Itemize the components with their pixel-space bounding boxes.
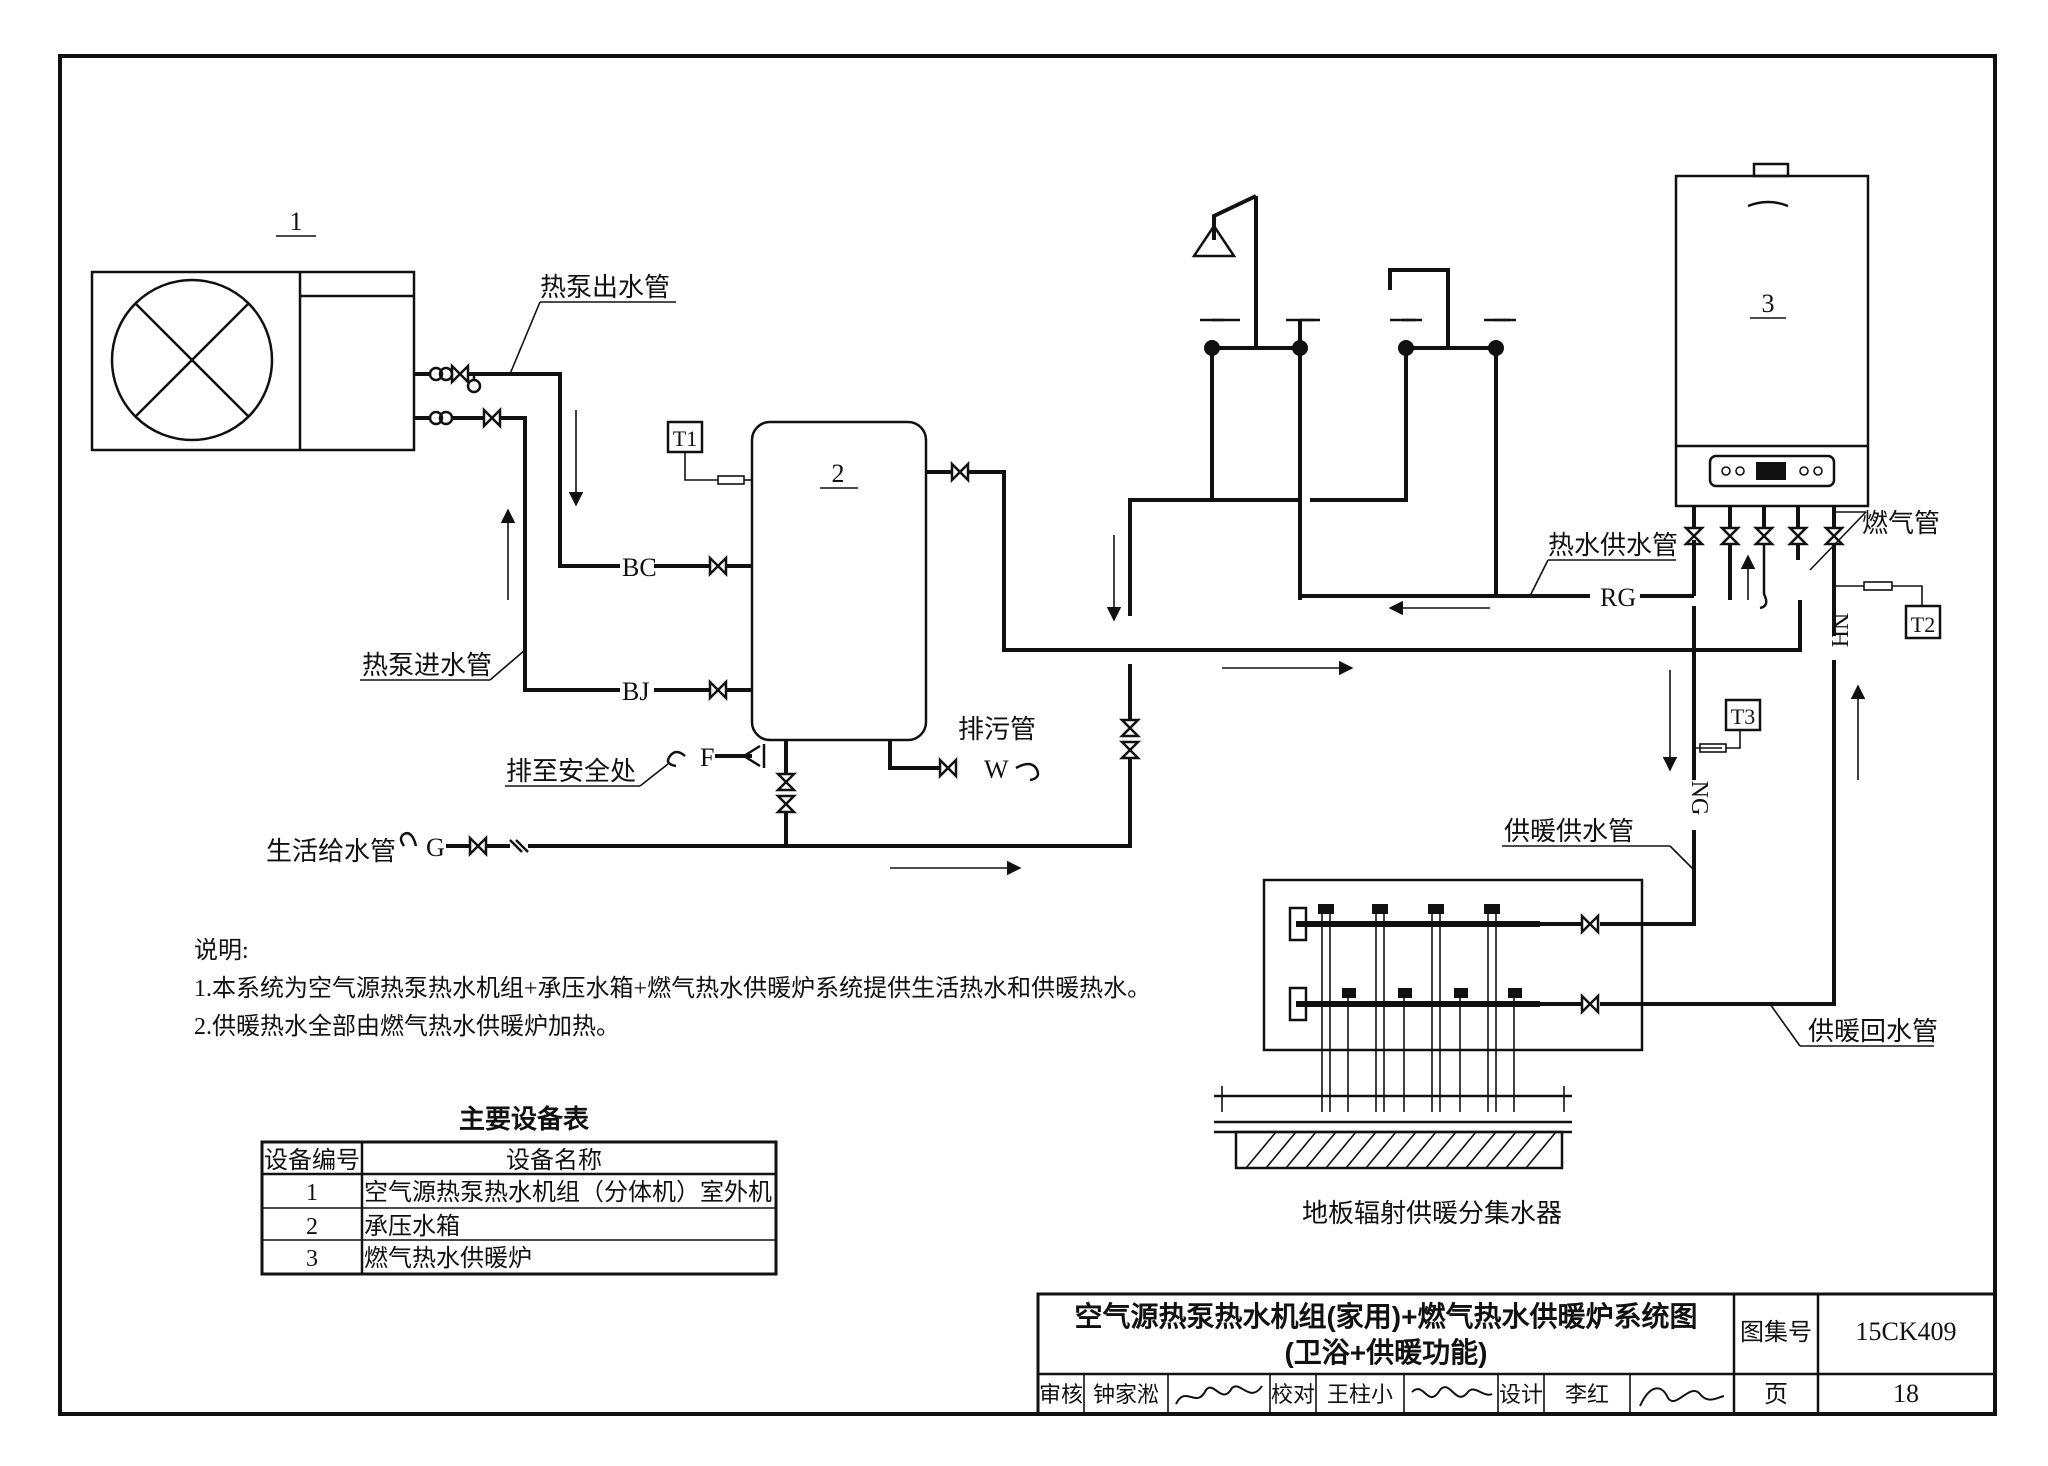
equipment-table: 主要设备表 设备编号 设备名称 1 空气源热泵热水机组（分体机）室外机 2 承压…: [260, 1105, 778, 1276]
floor-heating-manifold: 地板辐射供暖分集水器: [1214, 878, 1644, 1228]
note-line-1: 1.本系统为空气源热泵热水机组+承压水箱+燃气热水供暖炉系统提供生活热水和供暖热…: [194, 975, 1151, 1002]
atlas-label: 图集号: [1740, 1319, 1812, 1346]
basin-fixture: [1300, 268, 1516, 598]
designer-name: 李红: [1565, 1382, 1609, 1407]
code-w: W: [984, 755, 1009, 784]
title-block: 空气源热泵热水机组(家用)+燃气热水供暖炉系统图 (卫浴+供暖功能) 图集号 1…: [1036, 1292, 1997, 1416]
boiler-control-panel: [1708, 454, 1836, 488]
reviewer-name: 钟家淞: [1093, 1382, 1159, 1407]
checker-name: 王柱小: [1327, 1382, 1393, 1407]
code-bc: BC: [622, 553, 657, 582]
gas-boiler: 3 燃气管: [1674, 162, 1940, 610]
reviewer-signature: [1175, 1385, 1263, 1405]
table-row-3-name: 燃气热水供暖炉: [364, 1245, 532, 1272]
drawing-frame: [58, 54, 1997, 1416]
gas-pipe-label: 燃气管: [1862, 509, 1940, 538]
hot-water-supply-pipe: RG 热水供水管: [1388, 531, 1696, 616]
fan-icon: [110, 278, 274, 442]
table-row-2-number: 2: [306, 1214, 318, 1240]
equipment-table-title: 主要设备表: [459, 1105, 590, 1134]
heating-return-pipe: 供暖回水管: [1540, 660, 1938, 1047]
designer-signature: [1639, 1387, 1725, 1407]
heat-pump-inlet-label: 热泵进水管: [362, 651, 492, 680]
sewage-label: 排污管: [958, 715, 1036, 744]
hot-water-supply-label: 热水供水管: [1548, 531, 1678, 560]
code-bj: BJ: [622, 677, 649, 706]
code-g: G: [426, 833, 445, 862]
heat-pump-fittings: [414, 362, 502, 430]
code-t3: T3: [1731, 704, 1755, 729]
tank-number: 2: [832, 459, 845, 488]
reviewer-label: 审核: [1039, 1382, 1083, 1407]
drain-safe-label: 排至安全处: [506, 757, 636, 786]
sensor-t2: T2 NH: [1826, 544, 1942, 648]
notes-block: 说明: 1.本系统为空气源热泵热水机组+承压水箱+燃气热水供暖炉系统提供生活热水…: [194, 937, 1151, 1040]
heat-pump-outlet-label: 热泵出水管: [540, 273, 670, 302]
table-header-name: 设备名称: [506, 1147, 602, 1174]
title-line-2: (卫浴+供暖功能): [1284, 1337, 1487, 1368]
table-row-2-name: 承压水箱: [364, 1213, 460, 1240]
code-rg: RG: [1600, 583, 1636, 612]
tank-drain-lines: F 排至安全处 W 排污管 生活给水管 G: [266, 664, 1142, 876]
heating-supply-pipe: NG T3 供暖供水管: [1502, 606, 1762, 936]
boiler-number: 3: [1762, 289, 1775, 318]
pressure-tank: 2 T1: [666, 420, 928, 742]
heat-pump-inlet-pipe: 热泵进水管 BJ: [360, 416, 752, 706]
table-row-1-number: 1: [306, 1180, 318, 1206]
code-t2: T2: [1911, 612, 1935, 637]
code-t1: T1: [673, 426, 697, 451]
heating-supply-label: 供暖供水管: [1504, 817, 1634, 846]
domestic-supply-label: 生活给水管: [266, 837, 396, 866]
heating-return-label: 供暖回水管: [1808, 1017, 1938, 1046]
table-row-1-name: 空气源热泵热水机组（分体机）室外机: [364, 1179, 772, 1206]
shower-fixture: [1106, 194, 1320, 622]
table-row-3-number: 3: [306, 1246, 318, 1272]
checker-label: 校对: [1271, 1382, 1315, 1407]
table-header-number: 设备编号: [264, 1147, 360, 1174]
code-ng: NG: [1686, 781, 1712, 816]
boiler-valves: [1682, 506, 1846, 546]
notes-heading: 说明:: [194, 937, 249, 964]
tank-outlet-pipe: [926, 460, 1802, 676]
page-label: 页: [1764, 1382, 1788, 1408]
heat-pump-number: 1: [290, 207, 303, 236]
heat-pump-outdoor-unit: 1: [90, 207, 416, 452]
manifold-caption: 地板辐射供暖分集水器: [1302, 1199, 1562, 1228]
code-nh: NH: [1826, 613, 1852, 648]
page-number: 18: [1893, 1379, 1919, 1408]
designer-label: 设计: [1499, 1382, 1543, 1407]
checker-signature: [1411, 1386, 1493, 1398]
atlas-number: 15CK409: [1855, 1317, 1956, 1346]
title-line-1: 空气源热泵热水机组(家用)+燃气热水供暖炉系统图: [1074, 1300, 1697, 1332]
code-f: F: [700, 743, 714, 772]
heat-pump-outlet-pipe: 热泵出水管 BC: [468, 273, 752, 582]
note-line-2: 2.供暖热水全部由燃气热水供暖炉加热。: [194, 1013, 620, 1040]
